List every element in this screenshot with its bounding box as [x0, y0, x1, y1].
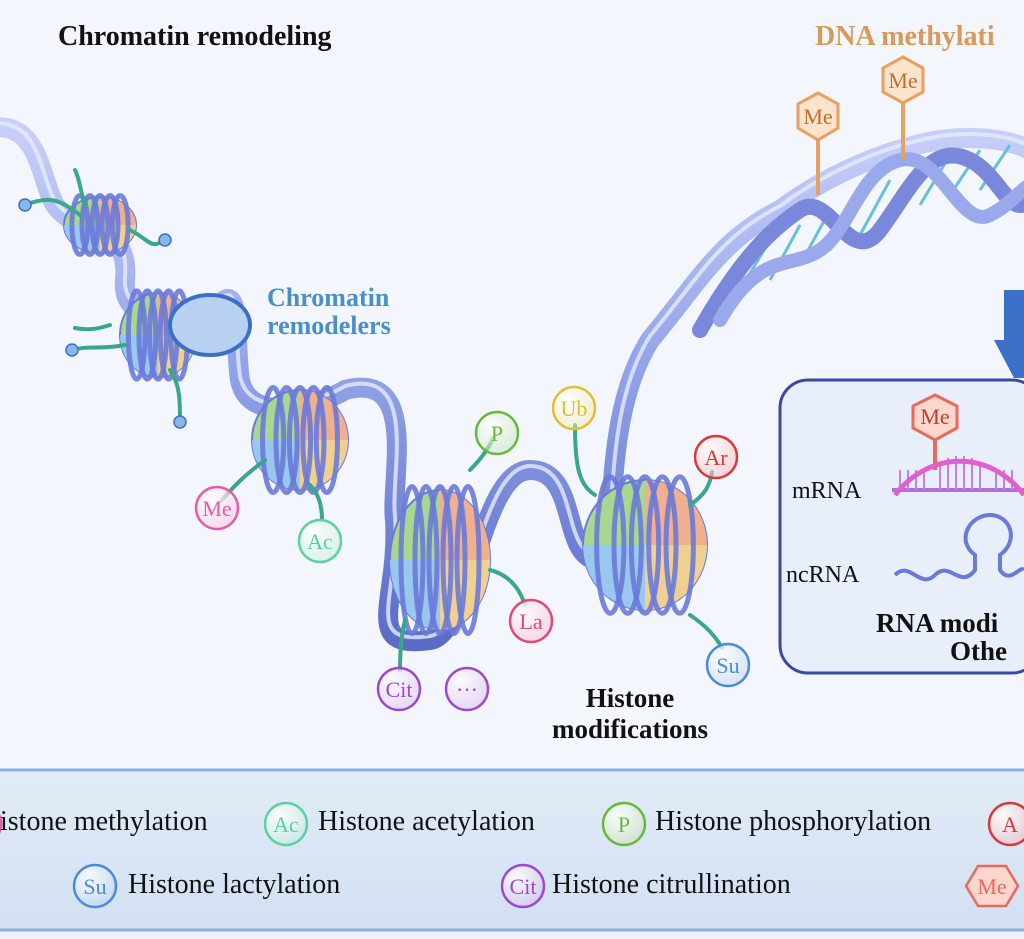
ac-badge: Ac — [297, 518, 343, 564]
me-badge-text: Me — [202, 496, 231, 521]
histone-tail-3 — [73, 168, 87, 207]
nucleosome-4 — [389, 484, 491, 636]
la-badge: La — [508, 598, 554, 644]
nucleosome-1 — [63, 193, 137, 257]
dna-me-badge-1: Me — [796, 91, 840, 142]
chromatin-remodeling-title: Chromatin remodeling — [58, 21, 332, 52]
legend-row1-item-4: A — [987, 801, 1024, 847]
down-arrow-icon — [994, 290, 1024, 378]
p-badge: P — [474, 410, 520, 456]
rna-modifications-label-line2: Othe — [950, 636, 1007, 666]
legend-row1-label-2: Histone acetylation — [318, 806, 535, 837]
legend-row2-item-3: Me — [964, 864, 1020, 908]
nucleosome-3 — [251, 385, 349, 495]
nucleosome-5 — [582, 474, 708, 616]
legend-row1-item-2: Ac Histone acetylation — [263, 801, 535, 847]
la-badge-text: La — [519, 609, 542, 634]
legend-row2-badge-2: Cit — [510, 874, 537, 899]
legend-row2-badge-1: Su — [83, 874, 106, 899]
legend-row1-badge-4: A — [1002, 812, 1018, 837]
dna-me-badge-2: Me — [881, 55, 925, 105]
legend-row2-item-2: Cit Histone citrullination — [500, 863, 791, 909]
legend-row1-item-3: P Histone phosphorylation — [601, 801, 931, 847]
ar-badge-text: Ar — [704, 445, 728, 470]
ub-badge-text: Ub — [561, 396, 588, 421]
dna-me-badge-1-text: Me — [803, 104, 832, 129]
chromatin-remodelers-label-line2: remodelers — [267, 311, 391, 340]
legend-row1-badge-2: Ac — [273, 812, 299, 837]
histone-tail-12 — [573, 423, 597, 497]
legend-items: istone methylation Ac Histone acetylation P… — [0, 801, 1024, 909]
legend-panel — [0, 768, 1024, 939]
tail-end-3 — [173, 415, 187, 429]
rna-me-badge-text: Me — [920, 404, 949, 429]
me-badge: Me — [194, 485, 240, 531]
legend-row2-label-1: Histone lactylation — [128, 869, 340, 900]
ac-badge-text: Ac — [307, 529, 333, 554]
cit-badge-text: Cit — [386, 677, 413, 702]
more-badge-text: ··· — [456, 677, 478, 702]
ub-badge: Ub — [551, 385, 597, 431]
rna-me-badge: Me — [911, 393, 959, 442]
legend-row1-label-1: istone methylation — [0, 806, 208, 837]
tail-end-1 — [158, 233, 172, 247]
dna-double-helix — [692, 144, 1024, 338]
histone-tail-8 — [308, 483, 324, 522]
tail-end-4 — [18, 198, 32, 212]
histone-tail-5 — [168, 368, 182, 422]
dna-me-badge-2-text: Me — [888, 68, 917, 93]
mrna-label: mRNA — [792, 478, 862, 504]
legend-row1-label-3: Histone phosphorylation — [655, 806, 931, 837]
histone-modifications-label-line1: Histone — [586, 683, 675, 713]
rna-modification-panel: Me mRNA ncRNA RNA modi Othe — [778, 378, 1024, 675]
legend-row2-label-2: Histone citrullination — [552, 869, 791, 900]
cit-badge: Cit — [376, 666, 422, 712]
legend-row2-badge-3: Me — [977, 874, 1006, 899]
p-badge-text: P — [491, 421, 503, 446]
chromatin-remodeler-complex — [168, 293, 252, 357]
histone-tail-group — [18, 168, 724, 672]
ar-badge: Ar — [693, 434, 739, 480]
dna-methylation-title: DNA methylati — [815, 21, 995, 52]
legend-row1-badge-3: P — [618, 812, 630, 837]
chromatin-remodelers-label-line1: Chromatin — [267, 283, 390, 312]
legend-row1-item-1: istone methylation — [0, 806, 208, 837]
su-badge-text: Su — [716, 653, 739, 678]
tail-end-2 — [65, 343, 79, 357]
rna-modifications-label-line1: RNA modi — [876, 608, 999, 638]
histone-modifications-label-line2: modifications — [552, 714, 708, 744]
su-badge: Su — [705, 642, 751, 688]
histone-tail-6 — [73, 323, 112, 332]
ncrna-label: ncRNA — [786, 562, 860, 588]
more-badge: ··· — [444, 666, 490, 712]
legend-row2-item-1: Su Histone lactylation — [72, 863, 340, 909]
